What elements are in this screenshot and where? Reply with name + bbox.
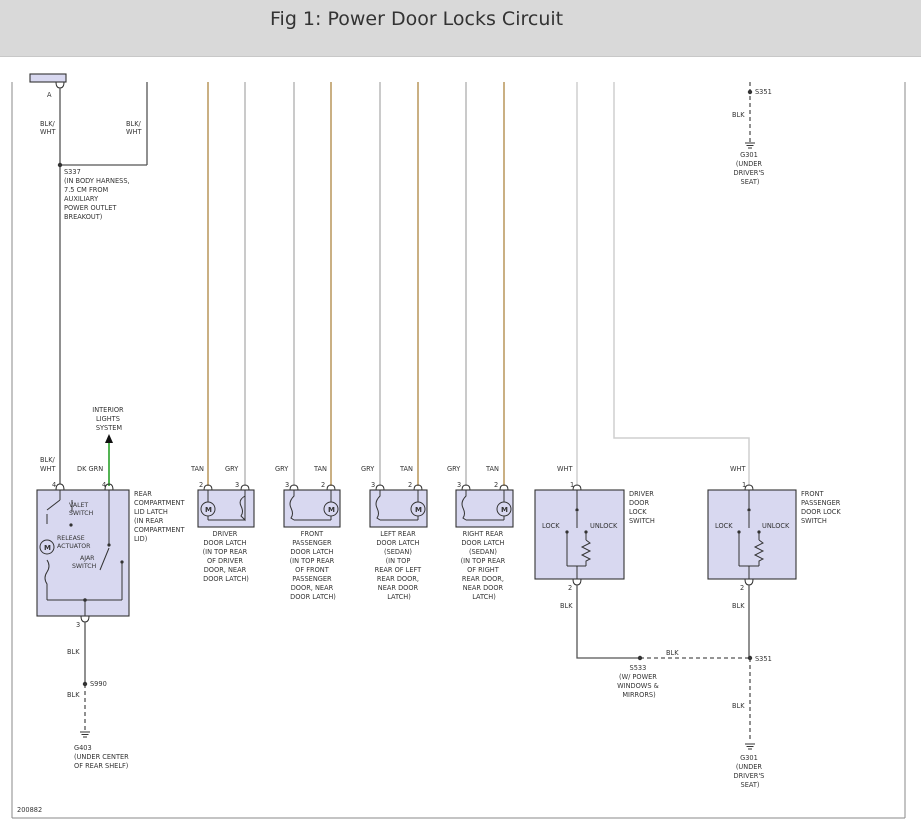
- wire-blk-driver-switch: [576, 585, 640, 659]
- splice-s351-bottom: [747, 655, 753, 661]
- label-blk-top: BLK: [732, 111, 745, 119]
- label-blk-wht-lid: BLK/WHT: [40, 456, 56, 473]
- front-passenger-door-latch: 3 2 M: [283, 481, 341, 528]
- label-pass-switch: FRONT PASSENGER DOOR LOCK SWITCH: [801, 490, 843, 525]
- svg-text:1: 1: [742, 481, 746, 489]
- label-blk-b: BLK: [67, 691, 80, 699]
- figure-id: 200882: [17, 806, 42, 814]
- driver-door-latch: 2 3 M: [197, 481, 255, 528]
- svg-text:A: A: [47, 91, 52, 99]
- ground-symbol-bottom: [745, 743, 755, 750]
- svg-text:2: 2: [568, 584, 572, 592]
- svg-text:2: 2: [199, 481, 203, 489]
- label-s990: S990: [90, 680, 107, 688]
- label-left-rear-latch: LEFT REAR DOOR LATCH (SEDAN) (IN TOP REA…: [375, 530, 424, 601]
- svg-text:2: 2: [740, 584, 744, 592]
- left-rear-door-latch: 3 2 M: [369, 481, 428, 528]
- label-wire-gry-2: GRY: [275, 465, 289, 473]
- svg-text:1: 1: [570, 481, 574, 489]
- label-rear-lid: REAR COMPARTMENT LID LATCH (IN REAR COMP…: [134, 490, 187, 543]
- label-driver-latch: DRIVER DOOR LATCH (IN TOP REAR OF DRIVER…: [203, 530, 250, 583]
- label-interior-lights: INTERIOR LIGHTS SYSTEM: [92, 406, 125, 432]
- label-g301-top: G301 (UNDER DRIVER'S SEAT): [734, 151, 767, 186]
- svg-text:3: 3: [285, 481, 289, 489]
- wire-wht-pass-switch: [613, 82, 750, 486]
- svg-text:M: M: [501, 506, 508, 514]
- arrow-interior-lights: [105, 434, 113, 443]
- label-wire-tan-2: TAN: [313, 465, 327, 473]
- label-blk-bottom: BLK: [732, 702, 745, 710]
- svg-text:UNLOCK: UNLOCK: [590, 522, 618, 530]
- label-wire-wht-2: WHT: [730, 465, 746, 473]
- svg-text:M: M: [44, 544, 51, 552]
- label-driver-switch: DRIVER DOOR LOCK SWITCH: [629, 490, 656, 525]
- svg-text:3: 3: [371, 481, 375, 489]
- front-passenger-door-lock-switch: 1 LOCK UNLOCK 2: [707, 481, 797, 592]
- svg-text:2: 2: [321, 481, 325, 489]
- label-dk-grn: DK GRN: [77, 465, 103, 473]
- title-bar: Fig 1: Power Door Locks Circuit: [0, 0, 921, 57]
- label-g403: G403 (UNDER CENTER OF REAR SHELF): [74, 744, 131, 770]
- label-wire-gry-3: GRY: [361, 465, 375, 473]
- label-wire-gry-4: GRY: [447, 465, 461, 473]
- svg-text:3: 3: [76, 621, 80, 629]
- svg-text:M: M: [205, 506, 212, 514]
- splice-s337: [57, 162, 63, 168]
- svg-text:UNLOCK: UNLOCK: [762, 522, 790, 530]
- label-s337: S337 (IN BODY HARNESS, 7.5 CM FROM AUXIL…: [64, 168, 132, 221]
- release-motor-icon: [39, 539, 55, 555]
- driver-door-lock-switch: 1 LOCK UNLOCK 2: [534, 481, 625, 592]
- svg-text:2: 2: [408, 481, 412, 489]
- label-wire-tan-1: TAN: [190, 465, 204, 473]
- label-g301-bottom: G301 (UNDER DRIVER'S SEAT): [734, 754, 767, 789]
- splice-s990: [82, 681, 88, 687]
- label-blk-pass-switch: BLK: [732, 602, 745, 610]
- svg-text:M: M: [328, 506, 335, 514]
- svg-text:4: 4: [52, 481, 56, 489]
- svg-text:LOCK: LOCK: [715, 522, 733, 530]
- label-blk-wht-2: BLK/WHT: [126, 120, 142, 136]
- splice-s351-top: [747, 89, 753, 95]
- label-s533: S533 (W/ POWER WINDOWS & MIRRORS): [617, 664, 661, 699]
- label-wire-wht-1: WHT: [557, 465, 573, 473]
- label-wire-gry-1: GRY: [225, 465, 239, 473]
- label-wire-tan-4: TAN: [485, 465, 499, 473]
- ground-symbol-g403: [80, 731, 90, 738]
- label-s351-bottom: S351: [755, 655, 772, 663]
- figure-title: Fig 1: Power Door Locks Circuit: [270, 8, 564, 30]
- label-blk-driver-switch: BLK: [560, 602, 573, 610]
- splice-s533: [637, 655, 643, 661]
- label-blk-s533: BLK: [666, 649, 679, 657]
- svg-text:2: 2: [494, 481, 498, 489]
- label-s351-top: S351: [755, 88, 772, 96]
- label-right-rear-latch: RIGHT REAR DOOR LATCH (SEDAN) (IN TOP RE…: [461, 530, 508, 601]
- svg-text:3: 3: [457, 481, 461, 489]
- label-blk-wht-1: BLK/WHT: [40, 120, 56, 136]
- right-rear-door-latch: 3 2 M: [455, 481, 514, 528]
- svg-text:M: M: [415, 506, 422, 514]
- svg-text:LOCK: LOCK: [542, 522, 560, 530]
- ground-symbol-top: [745, 142, 755, 149]
- svg-text:4: 4: [102, 481, 106, 489]
- label-wire-tan-3: TAN: [399, 465, 413, 473]
- label-blk-a: BLK: [67, 648, 80, 656]
- svg-text:3: 3: [235, 481, 239, 489]
- label-front-pass-latch: FRONT PASSENGER DOOR LATCH (IN TOP REAR …: [290, 530, 337, 601]
